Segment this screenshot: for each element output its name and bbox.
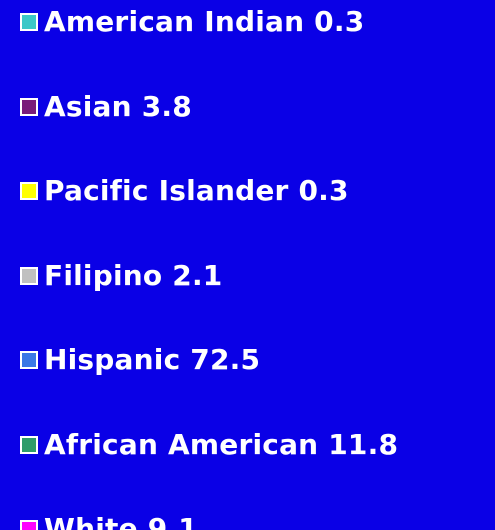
legend-item: White 9.1 bbox=[20, 511, 198, 530]
legend-item: Asian 3.8 bbox=[20, 89, 192, 125]
legend-label: Filipino 2.1 bbox=[44, 258, 223, 292]
legend-label: American Indian 0.3 bbox=[44, 5, 365, 38]
legend-swatch bbox=[20, 351, 38, 369]
legend-label: White 9.1 bbox=[44, 512, 198, 530]
legend-swatch bbox=[20, 13, 38, 31]
legend-swatch bbox=[20, 520, 38, 530]
legend-swatch bbox=[20, 435, 38, 454]
legend-item: Hispanic 72.5 bbox=[20, 342, 260, 378]
legend-swatch bbox=[20, 97, 38, 116]
legend-label: Pacific Islander 0.3 bbox=[44, 174, 349, 207]
legend-item: American Indian 0.3 bbox=[20, 4, 364, 40]
legend-item: African American 11.8 bbox=[20, 427, 398, 463]
legend-swatch bbox=[20, 182, 38, 200]
legend-item: Filipino 2.1 bbox=[20, 258, 222, 294]
legend-label: Asian 3.8 bbox=[44, 89, 192, 123]
legend-label: African American 11.8 bbox=[44, 427, 399, 461]
legend-swatch bbox=[20, 266, 38, 285]
legend-item: Pacific Islander 0.3 bbox=[20, 173, 349, 209]
legend-label: Hispanic 72.5 bbox=[44, 343, 261, 376]
